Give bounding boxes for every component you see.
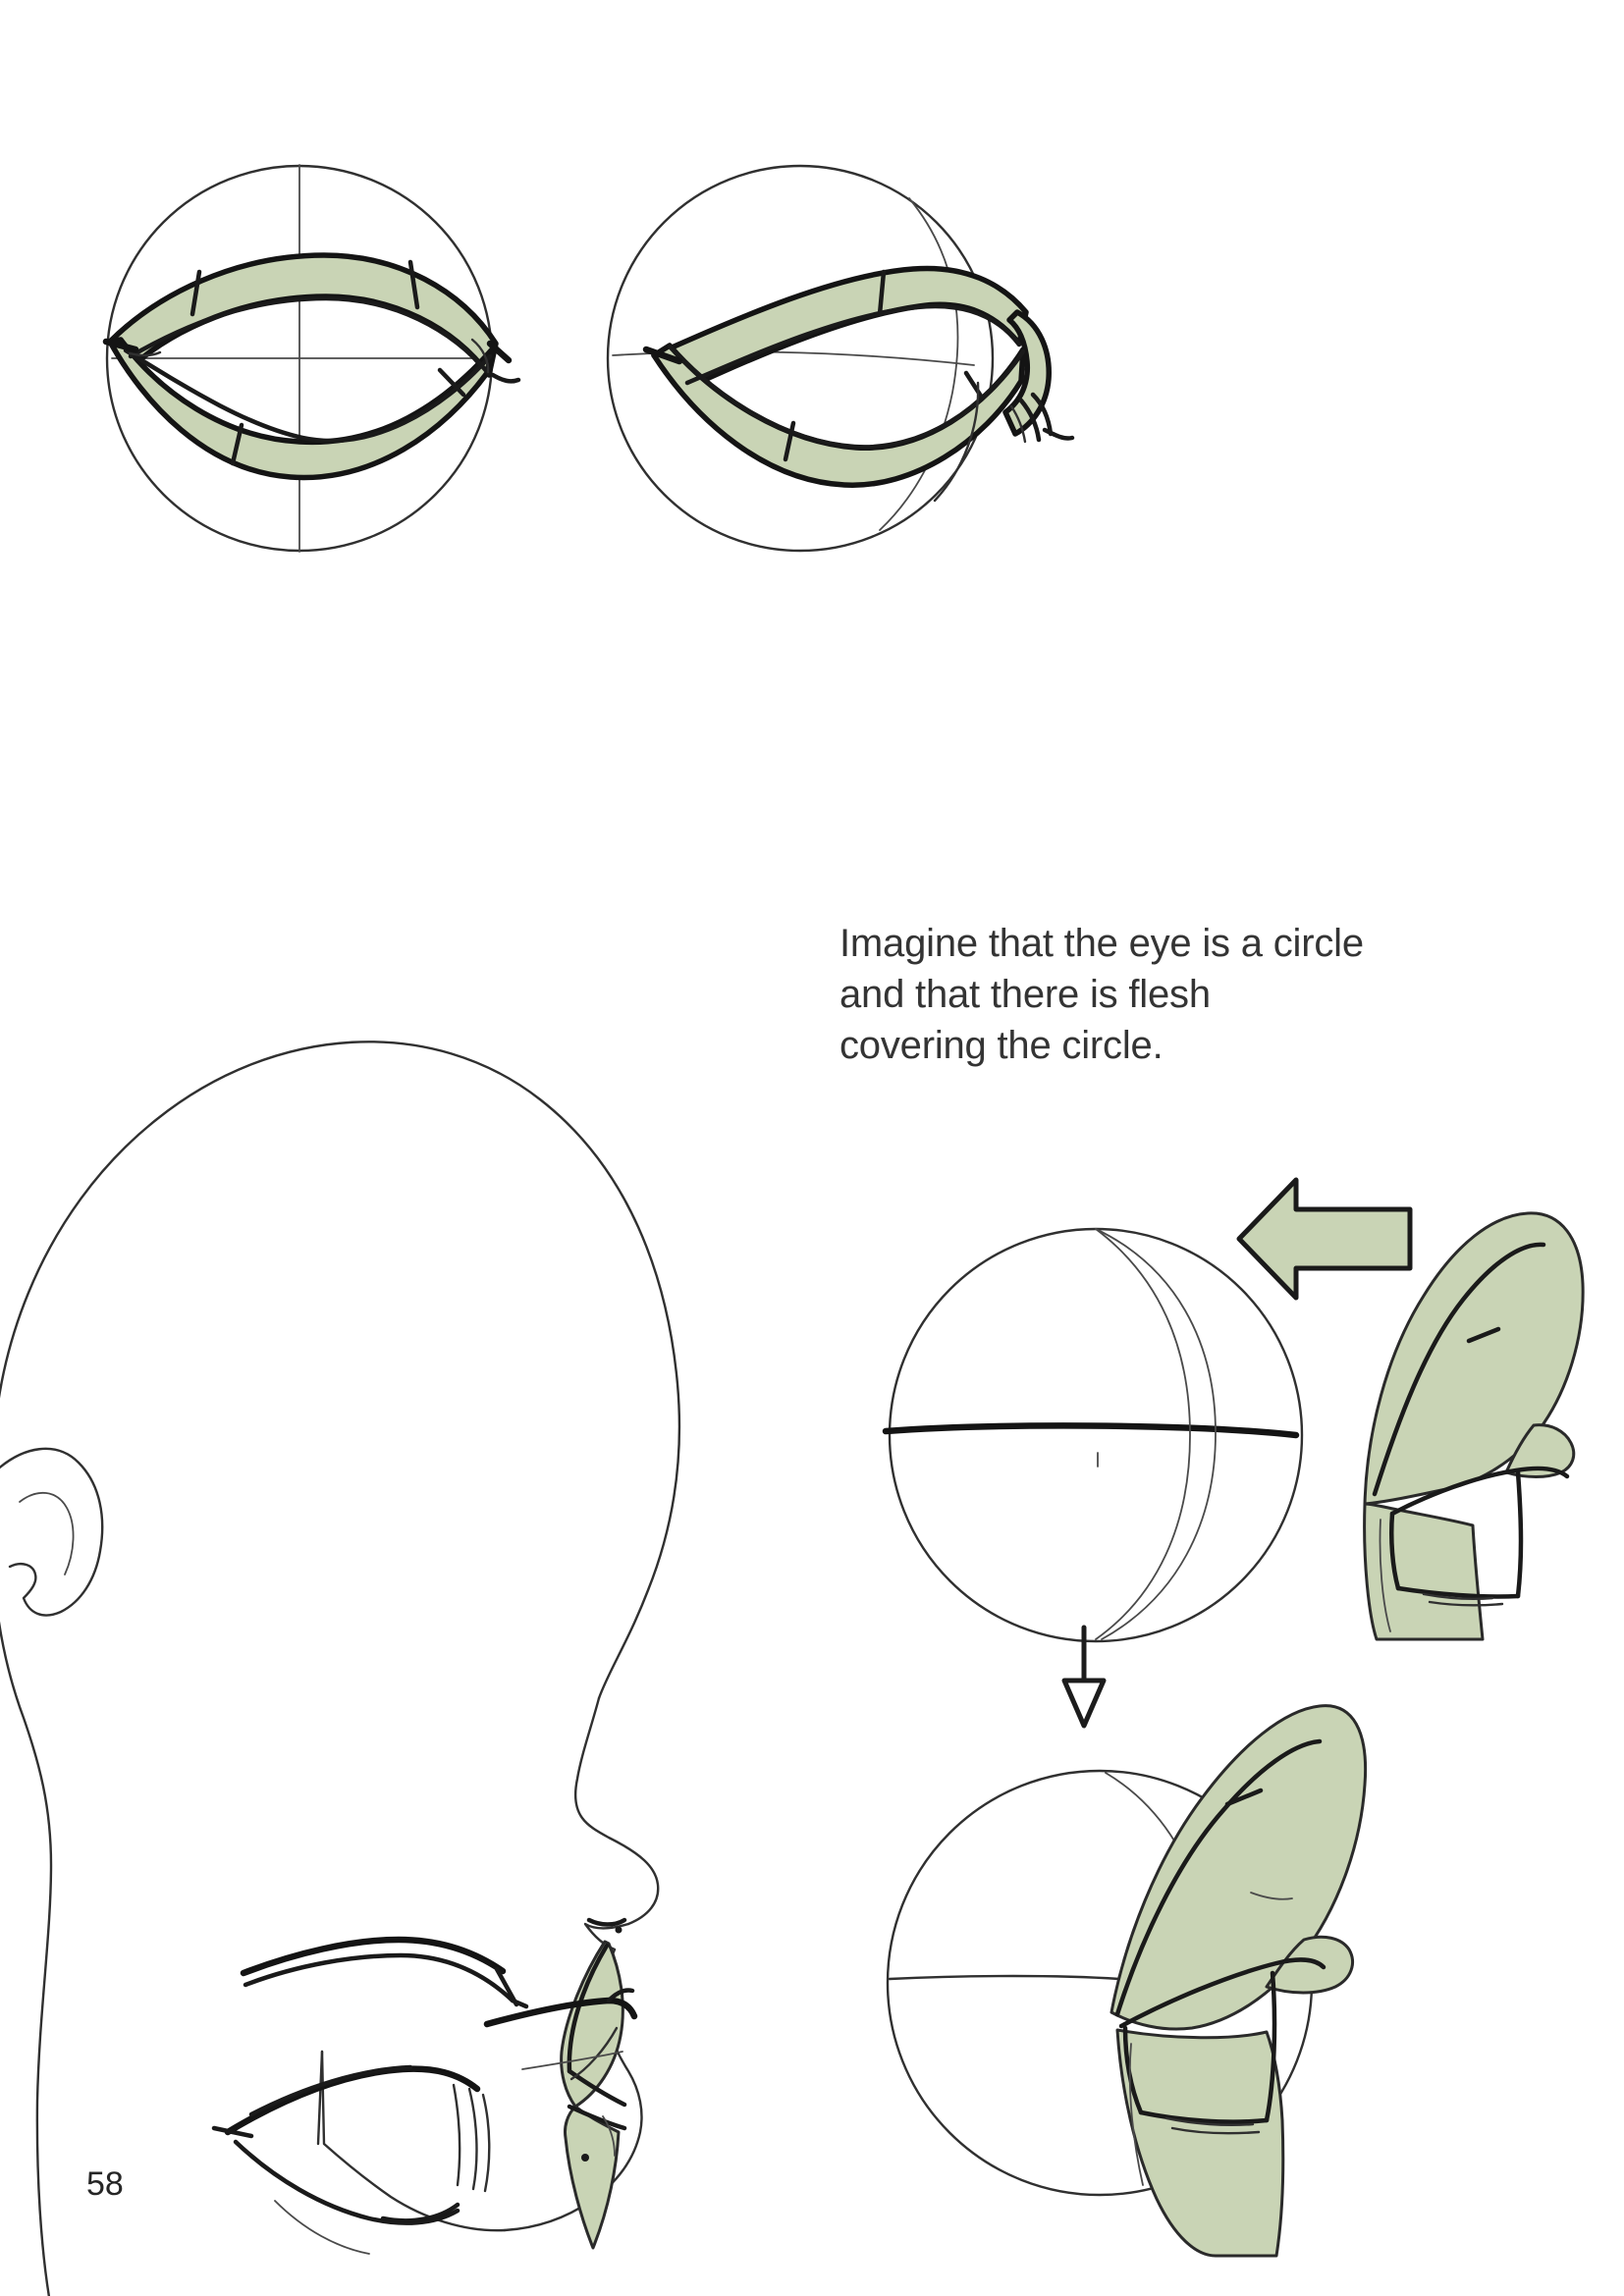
lid-edge-highlight — [1250, 1892, 1293, 1900]
nostril-line — [586, 1917, 627, 1927]
sphere-shadow-arc — [933, 381, 980, 503]
lid-lash-hatch-1 — [1164, 2116, 1255, 2126]
band-segment-line-2 — [783, 420, 796, 462]
lid-flesh-nose-wrap — [1265, 1935, 1354, 1995]
outer-corner-crease — [470, 338, 490, 374]
ear-outline — [0, 1447, 104, 1617]
lid-opening-top — [1118, 1957, 1326, 2029]
sphere-equator-line — [882, 1422, 1300, 1439]
lid-lash-hatch-2 — [1428, 1600, 1504, 1607]
flesh-band-lower — [107, 337, 495, 481]
near-eye-highlight — [602, 2115, 616, 2157]
lid-brow-dash — [1466, 1326, 1501, 1344]
band-segment-line-1 — [877, 269, 887, 317]
lid-opening-left — [1389, 1511, 1401, 1591]
sphere-meridian-line — [879, 197, 959, 531]
page-number: 58 — [86, 2165, 124, 2203]
far-eye-under-curve — [274, 2200, 370, 2255]
far-eye-lower-lid — [233, 2139, 460, 2225]
band-segment-line-2 — [407, 259, 420, 310]
figure-head-profile — [0, 942, 727, 2296]
lid-inner-fold — [1372, 1242, 1546, 1497]
near-eye-crease — [569, 2026, 619, 2081]
flesh-band-upper — [107, 252, 499, 378]
band-segment-line-3 — [963, 370, 985, 400]
caption-text: Imagine that the eye is a circle and tha… — [839, 922, 1364, 1067]
eyebrow-far-tip — [510, 1998, 529, 2009]
inner-corner-mark — [102, 338, 139, 353]
band-segment-line-3 — [230, 422, 244, 466]
lower-lid-inner-edge — [123, 347, 493, 444]
far-eye-inner-corner — [211, 2125, 254, 2139]
lid-opening-bottom — [1138, 2109, 1270, 2124]
inner-corner-crease — [128, 350, 162, 357]
arrow-head — [1061, 1678, 1107, 1729]
lid-inner-fold — [1114, 1738, 1323, 2017]
lid-crease-highlight — [1128, 2043, 1144, 2186]
far-eye-outer-shadow — [380, 2202, 460, 2223]
upper-lid-inner-edge — [128, 295, 492, 377]
near-eye-flesh-lower — [564, 2105, 621, 2250]
mouth-line — [483, 1997, 638, 2028]
face-front-contour — [573, 1696, 660, 1926]
lid-opening-right — [1264, 1970, 1277, 2123]
figure-eye-three-quarter-view — [589, 147, 1100, 589]
near-eye-lower-lid — [567, 2104, 627, 2131]
band-segment-line-4 — [437, 367, 466, 398]
mouth-corner — [606, 1988, 635, 2003]
sphere-meridian-line — [1095, 1228, 1217, 1640]
lid-lash-hatch-2 — [1170, 2126, 1261, 2135]
sphere-equator-line — [888, 1974, 1121, 1981]
far-eye-lash-2 — [467, 2087, 478, 2191]
head-outline — [0, 1041, 681, 1700]
far-eye-lid-crease — [248, 2064, 413, 2117]
outer-corner-tail — [490, 372, 521, 384]
lower-lip-line — [521, 2051, 623, 2070]
lid-flesh-lower — [1363, 1502, 1485, 1641]
sphere-meridian-line-2 — [1095, 1228, 1191, 1640]
figure-sphere-and-lid-assembled — [854, 1688, 1581, 2258]
band-segment-line-1 — [189, 269, 202, 317]
flesh-band-upper — [651, 265, 1029, 389]
outer-corner-mark — [486, 340, 513, 364]
eyebrow-far-lower — [243, 1952, 515, 2003]
lid-flesh-lower — [1115, 2028, 1285, 2258]
neck-back-contour — [0, 1621, 53, 2296]
neck-front-line — [316, 2050, 324, 2146]
near-eye-tear-dot — [581, 2154, 589, 2162]
far-eye-lash-3 — [481, 2093, 491, 2193]
lid-crease-highlight — [1379, 1519, 1391, 1632]
eyebrow-far — [240, 1936, 507, 1977]
far-eye-lash-1 — [452, 2083, 461, 2187]
jaw-neck-contour — [320, 2050, 507, 2232]
inner-corner-mark — [642, 346, 683, 365]
ear-inner-line — [19, 1492, 75, 1575]
near-eye-opening-edge — [567, 2068, 627, 2108]
eye-sphere-circle — [606, 164, 995, 553]
lid-opening-right — [1515, 1469, 1524, 1599]
upper-lid-inner-edge — [684, 303, 1022, 386]
lid-brow-dash — [1224, 1788, 1264, 1807]
arrow-left-icon — [1236, 1177, 1413, 1301]
outer-corner-hatch-2 — [1018, 398, 1042, 443]
near-eye-upper-lash-line — [567, 1943, 610, 2074]
lid-opening-top — [1389, 1466, 1570, 1517]
figure-sphere-and-lid-separated — [874, 1129, 1600, 1643]
arrow-down-icon — [1041, 1620, 1159, 1737]
eye-sphere-circle — [888, 1227, 1304, 1643]
near-eye-flesh-upper — [560, 1940, 624, 2109]
nostril-dot — [615, 1926, 623, 1934]
outer-corner-hatch-1 — [1030, 392, 1054, 437]
lid-opening-bottom — [1395, 1585, 1521, 1599]
outer-corner-hatch-3 — [1009, 404, 1027, 444]
lid-lash-hatch-1 — [1422, 1592, 1494, 1600]
outer-corner-tail — [1042, 427, 1075, 441]
lower-lid-inner-edge — [667, 344, 1026, 450]
far-eye-upper-lid — [224, 2065, 481, 2136]
figure-eye-front-view — [98, 147, 560, 589]
